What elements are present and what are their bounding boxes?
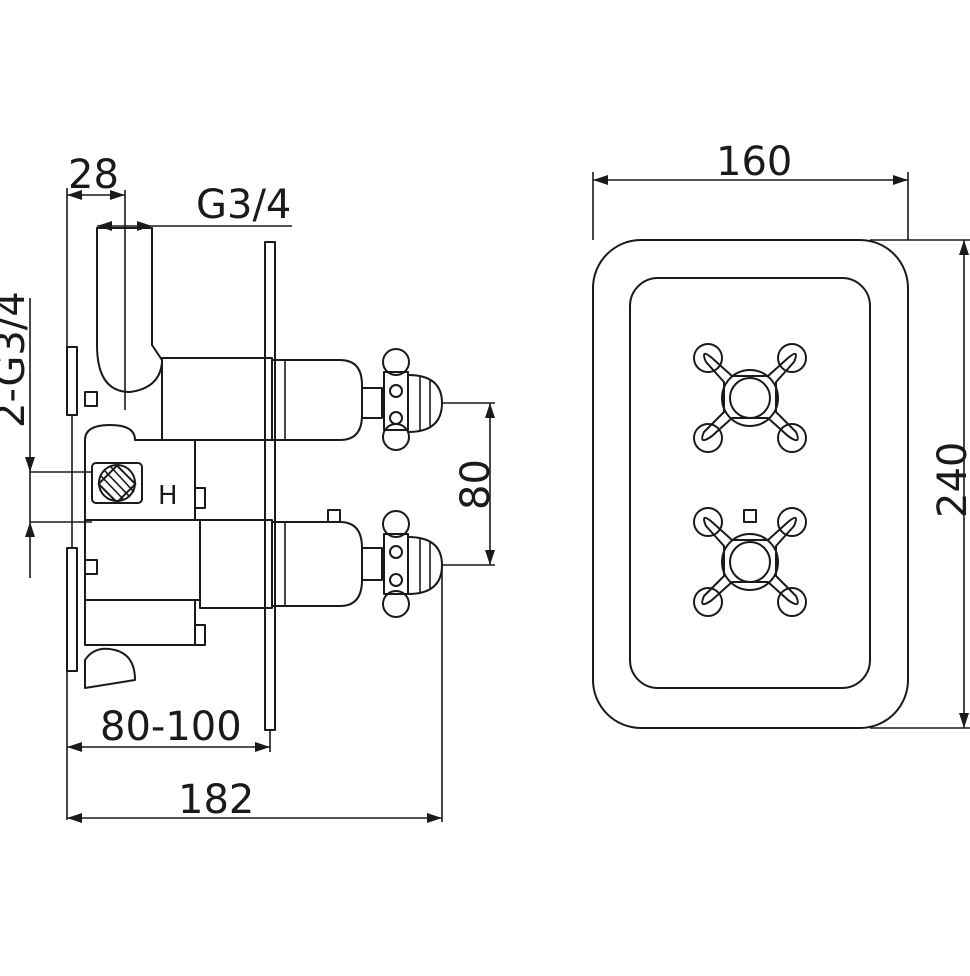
upper-cartridge (161, 357, 383, 441)
inlet-pipe (96, 227, 163, 410)
dim-label-160: 160 (716, 139, 792, 185)
dim-label-80: 80 (453, 459, 499, 510)
side-view: H (0, 152, 499, 823)
upper-handle (382, 348, 443, 451)
dim-label-inlet-thread: G3/4 (196, 182, 291, 228)
lower-cross-handle (693, 507, 807, 617)
dimension-182: 182 (67, 565, 443, 823)
body-marking: H (158, 481, 178, 511)
front-view: 160 240 (592, 139, 970, 729)
dimension-outlet-thread: 2-G3/4 (0, 291, 92, 578)
cover-plate (264, 241, 276, 731)
lower-cartridge (199, 509, 383, 609)
dimension-160: 160 (592, 139, 909, 240)
lower-handle (382, 510, 443, 618)
dimension-28: 28 (66, 152, 126, 350)
dimension-80: 80 (442, 402, 499, 566)
dim-label-182: 182 (178, 777, 254, 823)
dimension-inlet-thread: G3/4 (97, 182, 292, 231)
dimension-240: 240 (870, 239, 970, 729)
dimension-80-100: 80-100 (66, 671, 271, 820)
rear-plate (66, 346, 98, 672)
dim-label-80-100: 80-100 (100, 704, 242, 750)
upper-cross-handle (693, 343, 807, 453)
valve-body: H (84, 424, 206, 689)
dim-label-outlet-thread: 2-G3/4 (0, 291, 34, 428)
dim-label-28: 28 (68, 152, 119, 198)
dim-label-240: 240 (930, 442, 970, 518)
